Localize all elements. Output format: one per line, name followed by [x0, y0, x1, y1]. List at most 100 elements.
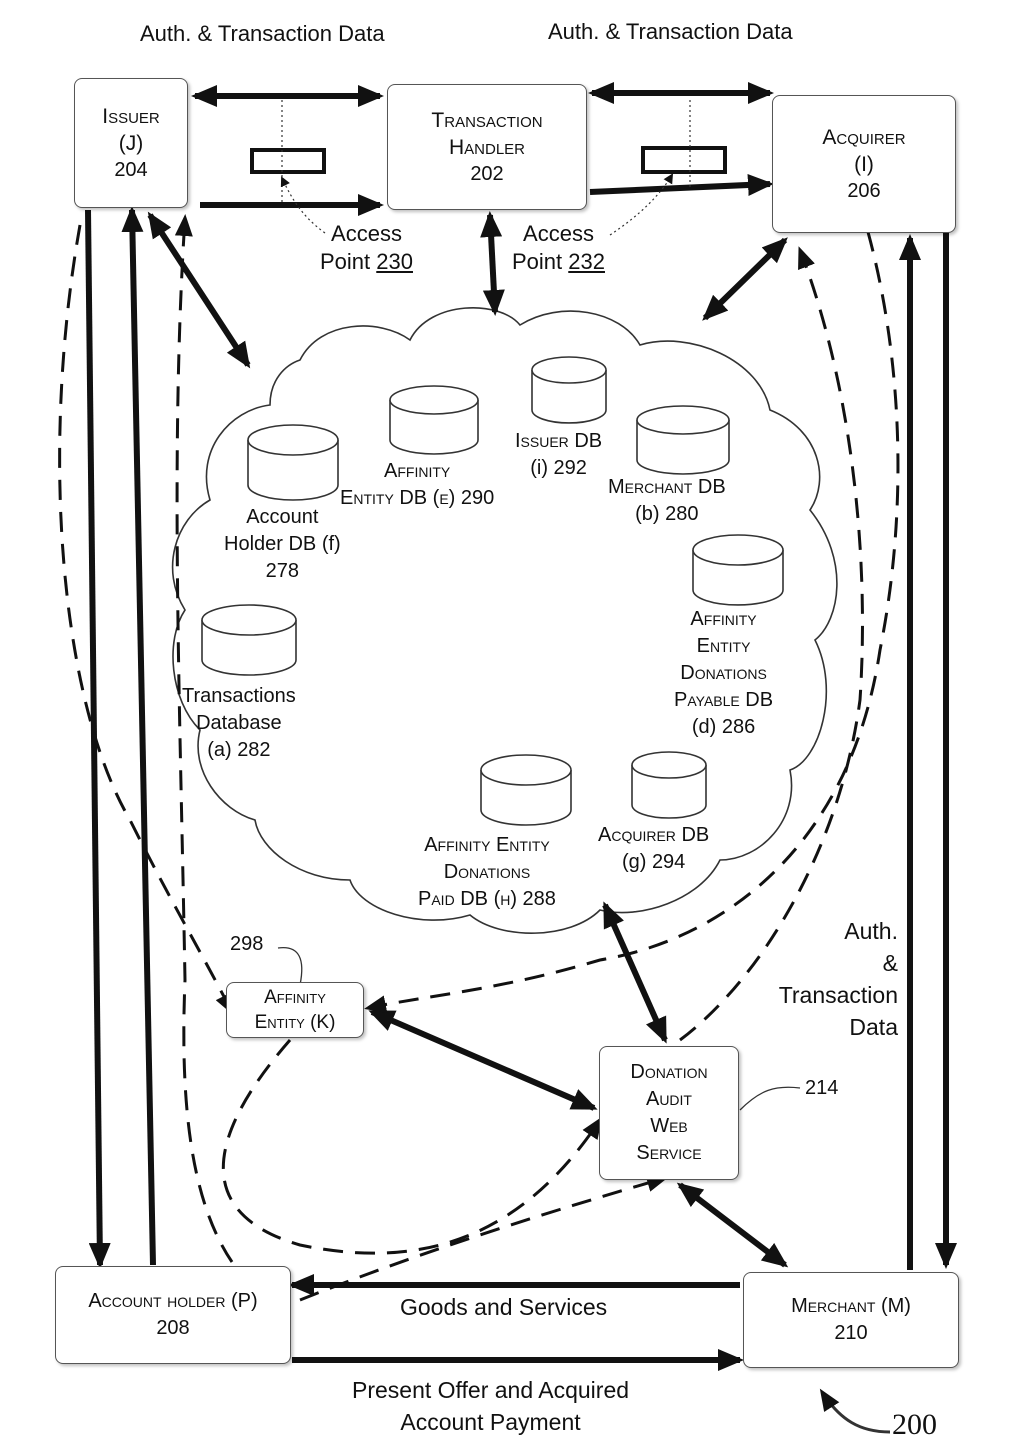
affinity-entity-box[interactable]: Affinity Entity (K) [226, 982, 364, 1038]
db-paid-line2: Donations [418, 859, 556, 886]
db-label-issuer: Issuer DB (i) 292 [515, 428, 602, 482]
right-auth-line1: Auth. [779, 915, 898, 947]
access-point-232-box [643, 148, 725, 172]
ap230-line2: Point 230 [320, 248, 413, 276]
account-holder-name: Account holder (P) [88, 1288, 257, 1315]
ap230-number: 230 [376, 249, 413, 274]
db-paid-line3: Paid DB (h) 288 [418, 886, 556, 913]
donation-line3: Web [650, 1113, 688, 1140]
arrow-acquirer-cloud [705, 240, 785, 318]
db-label-affinity-entity: Affinity Entity DB (e) 290 [340, 458, 494, 512]
merchant-box[interactable]: Merchant (M) 210 [743, 1272, 959, 1368]
handler-number: 202 [470, 161, 503, 188]
ap232-line1: Access [512, 220, 605, 248]
access-point-230-box [252, 150, 324, 172]
ref-298: 298 [230, 933, 263, 956]
donation-audit-box[interactable]: Donation Audit Web Service [599, 1046, 739, 1180]
db-payable-line3: Donations [674, 660, 773, 687]
issuer-name: Issuer [102, 103, 160, 130]
acquirer-name: Acquirer [822, 124, 905, 151]
access-point-232-pointer [610, 175, 672, 235]
ref-298-leader [278, 948, 302, 985]
arrow-accountholder-issuer [132, 210, 153, 1265]
present-offer-label: Present Offer and Acquired Account Payme… [352, 1374, 629, 1438]
arrow-affinity-donation-audit [372, 1012, 594, 1108]
right-auth-line4: Data [779, 1011, 898, 1043]
db-transactions-line3: (a) 282 [182, 737, 296, 764]
present-offer-line1: Present Offer and Acquired [352, 1374, 629, 1406]
db-issuer-line2: (i) 292 [515, 455, 602, 482]
db-label-transactions: Transactions Database (a) 282 [182, 683, 296, 764]
access-point-232-label: Access Point 232 [512, 220, 605, 276]
db-issuer-line1: Issuer DB [515, 428, 602, 455]
ref-214: 214 [805, 1077, 838, 1100]
handler-name-line2: Handler [449, 134, 525, 161]
acquirer-letter: (I) [854, 151, 874, 178]
db-label-merchant: Merchant DB (b) 280 [608, 474, 726, 528]
db-cylinder-donations-paid [481, 755, 571, 825]
right-auth-label: Auth. & Transaction Data [779, 915, 898, 1043]
db-cylinder-acquirer [632, 752, 706, 818]
ap230-prefix: Point [320, 249, 376, 274]
db-label-donations-payable: Affinity Entity Donations Payable DB (d)… [674, 606, 773, 741]
db-label-account-holder: Account Holder DB (f) 278 [224, 504, 341, 585]
db-transactions-line1: Transactions [182, 683, 296, 710]
db-cylinder-account-holder [248, 425, 338, 500]
ap230-line1: Access [320, 220, 413, 248]
affinity-line2: Entity (K) [255, 1010, 336, 1035]
donation-line1: Donation [630, 1059, 707, 1086]
db-merchant-line2: (b) 280 [608, 501, 726, 528]
db-cylinder-donations-payable [693, 535, 783, 605]
donation-line4: Service [636, 1140, 701, 1167]
arrow-donation-audit-merchant [680, 1185, 785, 1265]
arrow-cloud-donation-audit [605, 905, 665, 1040]
db-transactions-line2: Database [182, 710, 296, 737]
db-payable-line1: Affinity [674, 606, 773, 633]
db-affinity-line1: Affinity [340, 458, 494, 485]
issuer-number: 204 [114, 157, 147, 184]
access-point-230-label: Access Point 230 [320, 220, 413, 276]
db-cylinder-affinity-entity [390, 386, 478, 454]
affinity-line1: Affinity [264, 985, 326, 1010]
account-holder-number: 208 [156, 1315, 189, 1342]
db-cylinder-transactions [202, 605, 296, 675]
arrow-handler-acquirer-lower [590, 184, 770, 192]
goods-services-label: Goods and Services [400, 1293, 607, 1321]
db-affinity-line2: Entity DB (e) 290 [340, 485, 494, 512]
merchant-number: 210 [834, 1320, 867, 1347]
arrow-handler-cloud [490, 215, 495, 312]
db-payable-line4: Payable DB [674, 687, 773, 714]
db-account-line3: 278 [224, 558, 341, 585]
dashed-accountholder-to-donation [300, 1178, 665, 1300]
db-acquirer-line2: (g) 294 [598, 849, 709, 876]
db-account-line2: Holder DB (f) [224, 531, 341, 558]
acquirer-number: 206 [847, 178, 880, 205]
header-auth-left: Auth. & Transaction Data [140, 20, 385, 48]
ref-200-arrow [822, 1392, 890, 1432]
right-auth-line2: & [779, 947, 898, 979]
db-acquirer-line1: Acquirer DB [598, 822, 709, 849]
account-holder-box[interactable]: Account holder (P) 208 [55, 1266, 291, 1364]
db-label-acquirer: Acquirer DB (g) 294 [598, 822, 709, 876]
db-cylinder-merchant [637, 406, 729, 474]
header-auth-right: Auth. & Transaction Data [548, 18, 793, 46]
db-paid-line1: Affinity Entity [418, 832, 556, 859]
figure-ref-200: 200 [892, 1408, 937, 1442]
db-cylinder-issuer [532, 357, 606, 423]
dashed-affinity-to-donation [223, 1040, 600, 1253]
donation-line2: Audit [646, 1086, 692, 1113]
merchant-name: Merchant (M) [791, 1293, 911, 1320]
db-label-donations-paid: Affinity Entity Donations Paid DB (h) 28… [418, 832, 556, 913]
ref-214-leader [740, 1087, 800, 1110]
present-offer-line2: Account Payment [352, 1406, 629, 1438]
acquirer-box[interactable]: Acquirer (I) 206 [772, 95, 956, 233]
issuer-box[interactable]: Issuer (J) 204 [74, 78, 188, 208]
ap232-number: 232 [568, 249, 605, 274]
right-auth-line3: Transaction [779, 979, 898, 1011]
arrow-issuer-cloud [150, 215, 248, 365]
transaction-handler-box[interactable]: Transaction Handler 202 [387, 84, 587, 210]
db-account-line1: Account [224, 504, 341, 531]
ap232-line2: Point 232 [512, 248, 605, 276]
issuer-letter: (J) [119, 130, 144, 157]
db-payable-line2: Entity [674, 633, 773, 660]
